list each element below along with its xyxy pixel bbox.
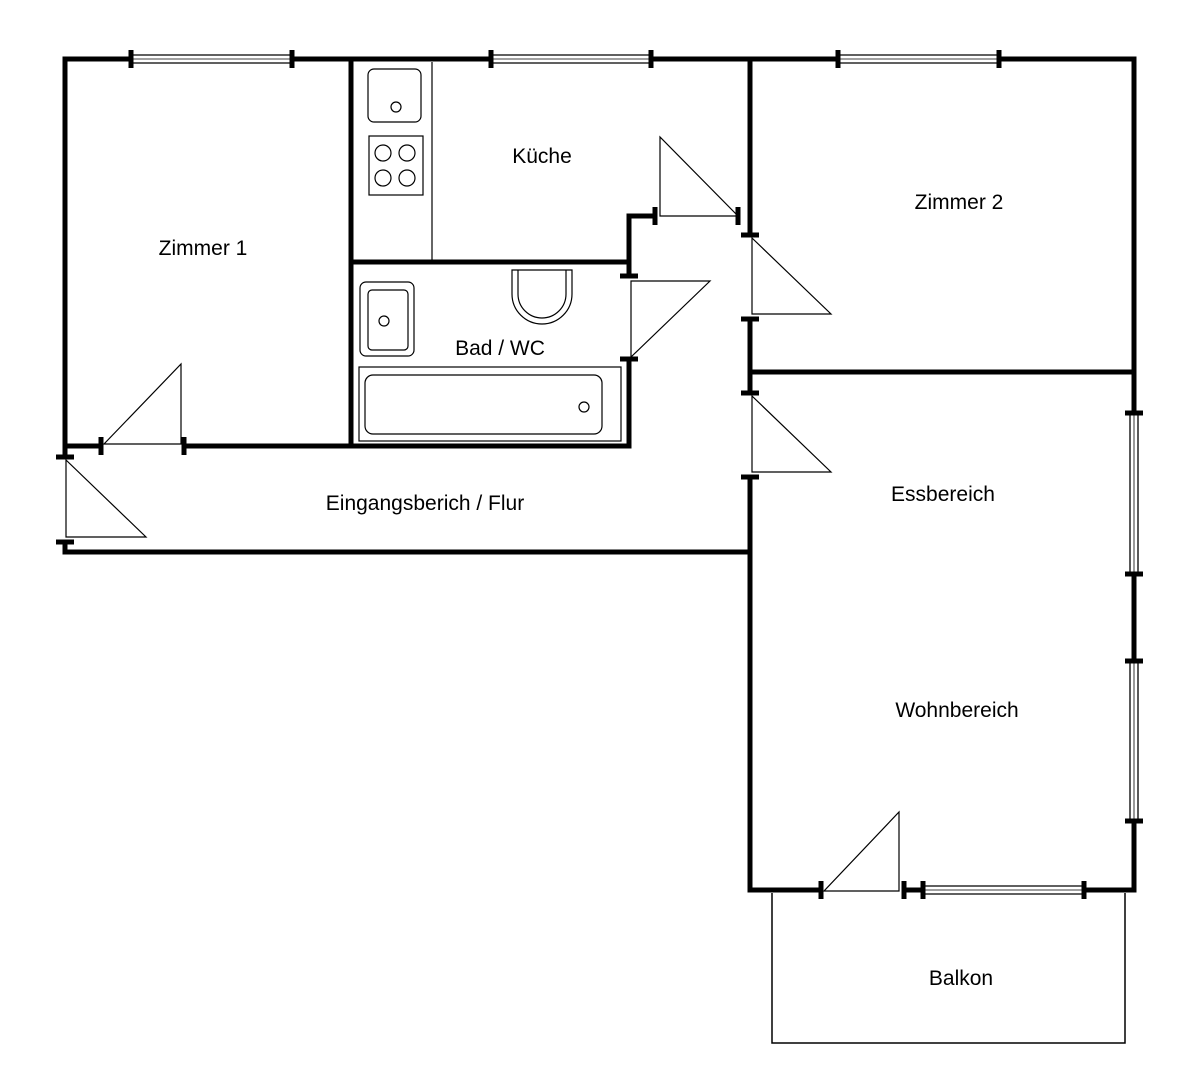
door-zimmer2 — [751, 236, 833, 315]
label-balkon: Balkon — [929, 967, 993, 990]
door-essbereich — [751, 394, 833, 473]
label-kueche: Küche — [512, 145, 572, 168]
washbasin-icon — [359, 281, 415, 357]
windows — [131, 54, 1139, 895]
window-zimmer2-top — [838, 54, 999, 64]
door-kueche — [659, 135, 740, 217]
window-ess-right — [1129, 413, 1139, 574]
label-wohnbereich: Wohnbereich — [895, 699, 1018, 722]
walls — [62, 56, 1137, 893]
label-zimmer2: Zimmer 2 — [915, 191, 1004, 214]
bathtub-icon — [358, 366, 622, 442]
door-balkon — [822, 810, 900, 892]
door-jambs — [56, 50, 1143, 899]
bath-fixtures — [358, 269, 622, 442]
door-entrance — [65, 458, 148, 538]
toilet-icon — [511, 269, 573, 325]
label-essbereich: Essbereich — [891, 483, 995, 506]
label-zimmer1: Zimmer 1 — [159, 237, 248, 260]
door-bad — [630, 280, 712, 359]
window-kueche-top — [491, 54, 651, 64]
door-zimmer1 — [102, 362, 182, 445]
kitchen-sink-icon — [367, 68, 422, 123]
label-flur: Eingangsberich / Flur — [326, 492, 524, 515]
window-balkon — [923, 885, 1084, 895]
label-bad: Bad / WC — [455, 337, 545, 360]
window-zimmer1-top — [131, 54, 292, 64]
door-swings — [65, 135, 900, 892]
room-labels: Zimmer 1 Küche Zimmer 2 Bad / WC Eingang… — [159, 145, 1019, 990]
window-wohn-right — [1129, 661, 1139, 821]
balcony-outline — [771, 893, 1126, 1044]
kitchen-fixtures — [367, 62, 433, 260]
stove-icon — [368, 135, 424, 196]
